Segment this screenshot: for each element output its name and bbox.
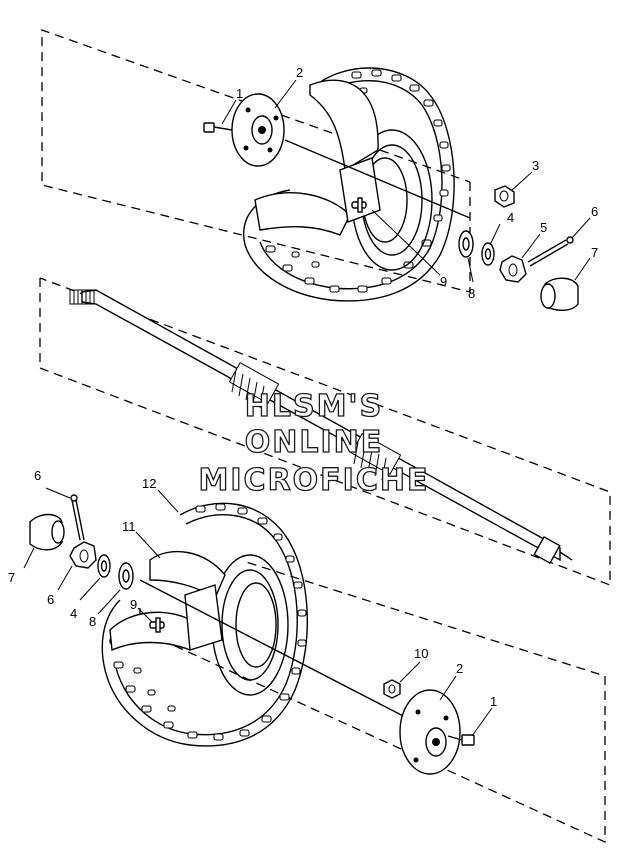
axle-splines-2 bbox=[350, 433, 402, 481]
bottom-callout-11: 11 bbox=[122, 519, 136, 534]
top-part-9 bbox=[351, 197, 367, 213]
bottom-washer-4 bbox=[97, 554, 111, 578]
bottom-cap-7 bbox=[29, 513, 65, 551]
bottom-washer-8 bbox=[118, 562, 134, 590]
top-washer-4 bbox=[481, 242, 495, 266]
top-nut-3 bbox=[494, 185, 515, 208]
top-wheel-rim bbox=[254, 79, 433, 271]
bottom-wheel-rim bbox=[109, 550, 289, 696]
top-callout-1: 1 bbox=[236, 86, 243, 101]
bottom-callout-4: 4 bbox=[70, 606, 77, 621]
top-cap-7 bbox=[540, 277, 579, 311]
axle-right-end bbox=[533, 535, 573, 565]
top-castle-nut-5 bbox=[499, 255, 527, 283]
top-callout-5: 5 bbox=[540, 220, 547, 235]
bottom-callout-12: 12 bbox=[142, 476, 156, 491]
top-bolt-1 bbox=[203, 122, 233, 133]
top-callout-9: 9 bbox=[440, 274, 447, 289]
bottom-hub-2 bbox=[399, 689, 461, 775]
axle-dashed-frame bbox=[39, 277, 611, 586]
top-callout-6: 6 bbox=[591, 204, 598, 219]
watermark-line-2: ONLINE bbox=[245, 425, 384, 460]
bottom-tire bbox=[101, 502, 308, 747]
bottom-callout-6b: 6 bbox=[47, 592, 54, 607]
watermark: HLSM'S ONLINE MICROFICHE bbox=[198, 388, 430, 498]
bottom-cotter-pin-6 bbox=[70, 494, 85, 541]
bottom-callout-2: 2 bbox=[456, 661, 463, 676]
top-cotter-pin-6 bbox=[527, 236, 574, 267]
top-hub-2 bbox=[231, 93, 285, 167]
bottom-part-9 bbox=[149, 617, 165, 633]
bottom-castle-nut-6 bbox=[69, 541, 97, 569]
bottom-wheel-assembly: 6 7 6 4 8 9 11 12 10 2 1 bbox=[8, 468, 606, 844]
top-callout-4: 4 bbox=[507, 210, 514, 225]
bottom-callout-9: 9 bbox=[130, 597, 137, 612]
axle-splines-1 bbox=[228, 362, 280, 409]
bottom-bolt-1 bbox=[447, 734, 475, 746]
bottom-axis-line bbox=[139, 579, 441, 736]
bottom-assembly-dashed-frame bbox=[139, 561, 606, 844]
top-wheel-assembly: 1 2 3 4 5 6 7 8 9 bbox=[41, 29, 598, 311]
top-axis-line bbox=[284, 139, 471, 219]
top-washer-8 bbox=[458, 230, 474, 258]
top-callout-3: 3 bbox=[532, 158, 539, 173]
bottom-leaders bbox=[23, 487, 493, 737]
bottom-callout-10: 10 bbox=[414, 646, 428, 661]
top-leaders bbox=[221, 79, 591, 283]
watermark-line-1: HLSM'S bbox=[245, 389, 383, 424]
top-callout-2: 2 bbox=[296, 65, 303, 80]
bottom-nut-10 bbox=[383, 679, 401, 699]
top-callout-7: 7 bbox=[591, 245, 598, 260]
axle-assembly bbox=[39, 277, 611, 586]
top-tire bbox=[243, 67, 455, 302]
bottom-callout-8: 8 bbox=[89, 614, 96, 629]
bottom-callout-1: 1 bbox=[490, 694, 497, 709]
watermark-line-3: MICROFICHE bbox=[199, 463, 430, 498]
top-assembly-dashed-frame bbox=[41, 29, 471, 293]
bottom-callout-7: 7 bbox=[8, 570, 15, 585]
axle-left-thread bbox=[69, 289, 95, 305]
bottom-callout-6a: 6 bbox=[34, 468, 41, 483]
top-callout-8: 8 bbox=[468, 286, 475, 301]
